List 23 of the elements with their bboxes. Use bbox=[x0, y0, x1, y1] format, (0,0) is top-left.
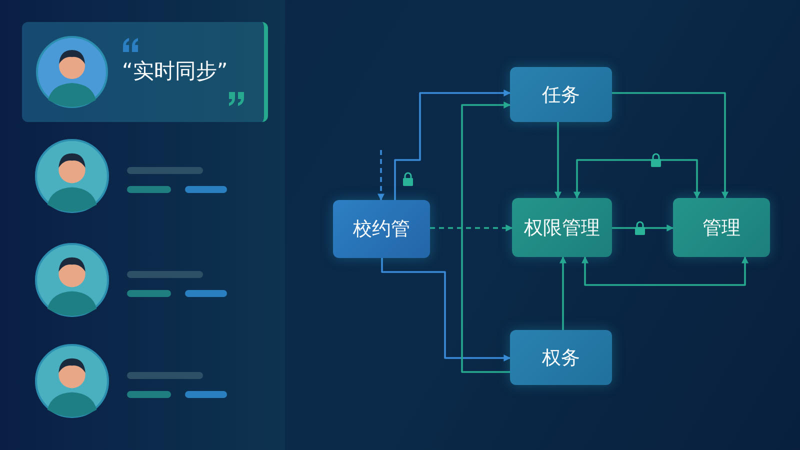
connector-arrow bbox=[430, 224, 513, 232]
connector-arrow bbox=[612, 224, 674, 232]
connector-arrow bbox=[461, 102, 511, 373]
process-box bbox=[333, 200, 430, 258]
connector-arrow bbox=[381, 258, 511, 362]
quote-text: “实时同步” bbox=[122, 58, 228, 85]
process-box bbox=[510, 67, 612, 122]
connector-arrow bbox=[574, 159, 700, 199]
process-box bbox=[512, 198, 612, 257]
box-label: 管理 bbox=[702, 216, 740, 240]
process-box bbox=[673, 198, 770, 257]
box-label: 权限管理 bbox=[524, 216, 600, 240]
box-label: 权务 bbox=[542, 346, 580, 370]
connector-arrow bbox=[394, 90, 511, 200]
connector-arrow bbox=[554, 122, 562, 199]
quote-card bbox=[22, 22, 268, 122]
box-label: 任务 bbox=[542, 82, 580, 108]
box-label: 校约管 bbox=[353, 217, 410, 242]
connector-arrow bbox=[378, 150, 384, 201]
connector-arrow bbox=[560, 256, 566, 330]
connector-arrow bbox=[612, 92, 728, 199]
connector-arrow bbox=[582, 256, 748, 286]
process-box bbox=[510, 330, 612, 385]
